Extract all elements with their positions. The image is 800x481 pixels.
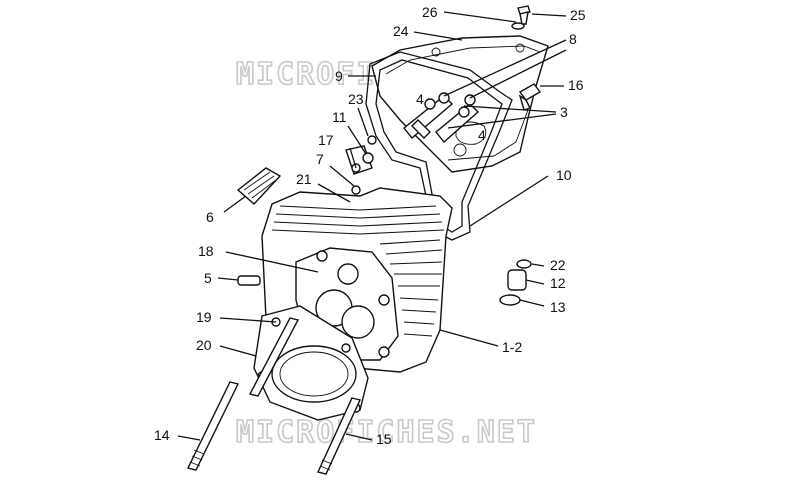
bushings [499, 259, 532, 306]
callout-6: 6 [206, 209, 214, 225]
studs [186, 317, 361, 475]
bolt-25 [511, 5, 531, 30]
callout-14: 14 [154, 427, 170, 443]
callout-7: 7 [316, 151, 324, 167]
callout-3: 3 [560, 104, 568, 120]
callout-4-upper: 4 [416, 91, 424, 107]
callout-20: 20 [196, 337, 212, 353]
callout-4-lower: 4 [478, 127, 486, 143]
callout-16: 16 [568, 77, 584, 93]
callout-5: 5 [204, 270, 212, 286]
leader-lines [177, 11, 567, 441]
callout-labels: 26 25 24 8 9 16 23 4 3 11 4 17 7 10 21 6… [154, 4, 586, 447]
callout-19: 19 [196, 309, 212, 325]
callout-25: 25 [570, 7, 586, 23]
screw-16 [518, 83, 542, 111]
callout-23: 23 [348, 91, 364, 107]
callout-22: 22 [550, 257, 566, 273]
rocker-arms [403, 92, 480, 144]
watermark-bottom: MICROFICHES.NET [236, 415, 537, 450]
rocker-cover [371, 35, 549, 173]
callout-12: 12 [550, 275, 566, 291]
callout-26: 26 [422, 4, 438, 20]
callout-21: 21 [296, 171, 312, 187]
callout-11: 11 [332, 109, 347, 125]
callout-9: 9 [335, 68, 343, 84]
callout-24: 24 [393, 23, 409, 39]
callout-18: 18 [198, 243, 214, 259]
part-6 [236, 167, 282, 205]
dowel-pin-5 [237, 275, 261, 286]
callout-10: 10 [556, 167, 572, 183]
callout-8: 8 [569, 31, 577, 47]
callout-17: 17 [318, 132, 334, 148]
callout-13: 13 [550, 299, 566, 315]
callout-1-2: 1-2 [502, 339, 522, 355]
cover-gasket [365, 51, 513, 241]
callout-15: 15 [376, 431, 392, 447]
